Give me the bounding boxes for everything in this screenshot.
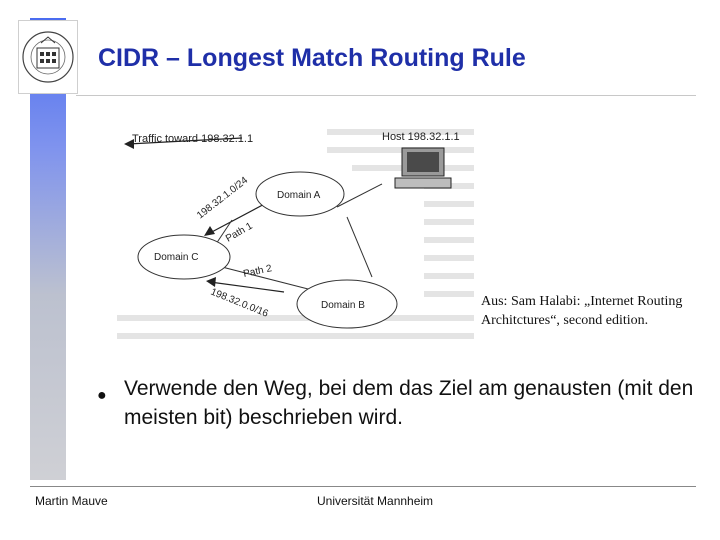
route2-label: 198.32.0.0/16 bbox=[209, 287, 270, 320]
footer-author: Martin Mauve bbox=[35, 494, 108, 508]
path2-label: Path 2 bbox=[242, 263, 273, 280]
domain-b-cloud bbox=[296, 279, 398, 329]
domain-a-cloud bbox=[255, 171, 345, 217]
traffic-arrow bbox=[127, 137, 243, 145]
footer-institution: Universität Mannheim bbox=[317, 494, 434, 508]
domain-a-label: Domain A bbox=[277, 190, 321, 201]
footer-divider bbox=[30, 486, 696, 487]
link-a-b bbox=[346, 216, 373, 278]
routing-diagram: Traffic toward 198.32.1.1 Host 198.32.1.… bbox=[112, 122, 480, 348]
figure-caption: Aus: Sam Halabi: „Internet Routing Archi… bbox=[481, 294, 683, 328]
route1-arrow bbox=[207, 199, 273, 235]
bullet-text: Verwende den Weg, bei dem das Ziel am ge… bbox=[124, 377, 694, 429]
host-computer-icon bbox=[394, 147, 452, 189]
bullet-icon: ● bbox=[97, 387, 107, 404]
path1-label: Path 1 bbox=[224, 220, 255, 244]
link-c-b bbox=[221, 266, 313, 291]
host-label: Host 198.32.1.1 bbox=[382, 131, 460, 143]
domain-b-label: Domain B bbox=[321, 300, 365, 311]
route2-arrow bbox=[209, 281, 285, 293]
traffic-label: Traffic toward 198.32.1.1 bbox=[132, 133, 253, 145]
sidebar-gradient-bar bbox=[30, 18, 66, 480]
domain-c-cloud bbox=[137, 234, 231, 280]
route1-label: 198.32.1.0/24 bbox=[195, 175, 250, 222]
domain-c-label: Domain C bbox=[154, 252, 198, 263]
header-divider bbox=[76, 95, 696, 96]
slide-title: CIDR – Longest Match Routing Rule bbox=[98, 44, 526, 72]
university-logo bbox=[18, 20, 78, 94]
host-link bbox=[336, 183, 383, 208]
